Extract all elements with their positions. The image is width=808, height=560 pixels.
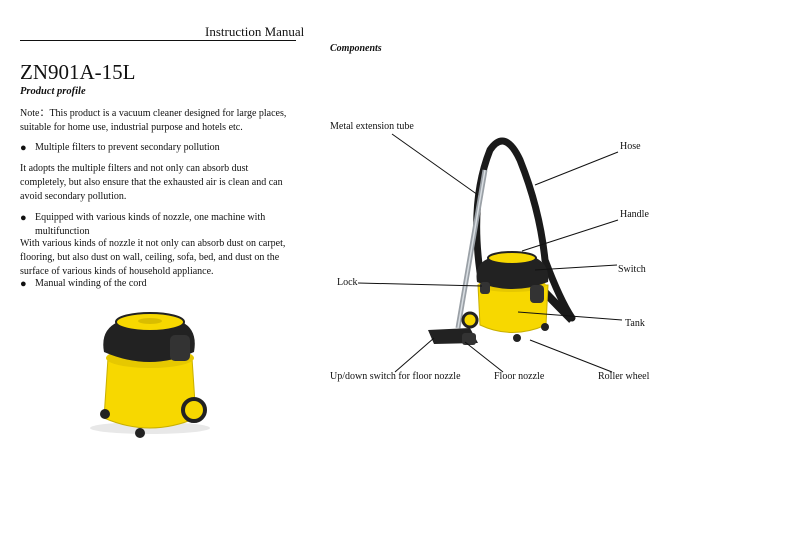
header-title: Instruction Manual bbox=[205, 24, 305, 39]
bullet-text: Equipped with various kinds of nozzle, o… bbox=[35, 212, 266, 237]
bullet-item: ● Multiple filters to prevent secondary … bbox=[20, 141, 295, 155]
bullet-dot-icon: ● bbox=[20, 278, 27, 290]
label-switch: Switch bbox=[618, 264, 646, 275]
header-rule bbox=[20, 40, 296, 41]
bullet-dot-icon: ● bbox=[20, 142, 27, 154]
label-lock: Lock bbox=[337, 277, 358, 288]
profile-heading: Product profile bbox=[20, 86, 86, 97]
label-handle: Handle bbox=[620, 209, 649, 220]
label-metal-extension-tube: Metal extension tube bbox=[330, 121, 414, 132]
bullet-text: Multiple filters to prevent secondary po… bbox=[35, 142, 220, 153]
bullet-text: Manual winding of the cord bbox=[35, 278, 147, 289]
label-hose: Hose bbox=[620, 141, 641, 152]
label-floor-nozzle: Floor nozzle bbox=[494, 371, 545, 382]
label-roller-wheel: Roller wheel bbox=[598, 371, 650, 382]
model-title: ZN901A-15L bbox=[20, 60, 136, 84]
label-tank: Tank bbox=[625, 318, 645, 329]
nozzle-paragraph: With various kinds of nozzle it not only… bbox=[20, 238, 286, 277]
components-heading: Components bbox=[330, 43, 382, 54]
bullet-dot-icon: ● bbox=[20, 212, 27, 224]
note-paragraph: Note：This product is a vacuum cleaner de… bbox=[20, 108, 287, 133]
label-updown-switch: Up/down switch for floor nozzle bbox=[330, 371, 461, 382]
bullet-item: ● Manual winding of the cord bbox=[20, 277, 295, 291]
filter-paragraph: It adopts the multiple filters and not o… bbox=[20, 163, 283, 202]
bullet-item: ● Equipped with various kinds of nozzle,… bbox=[20, 211, 295, 239]
